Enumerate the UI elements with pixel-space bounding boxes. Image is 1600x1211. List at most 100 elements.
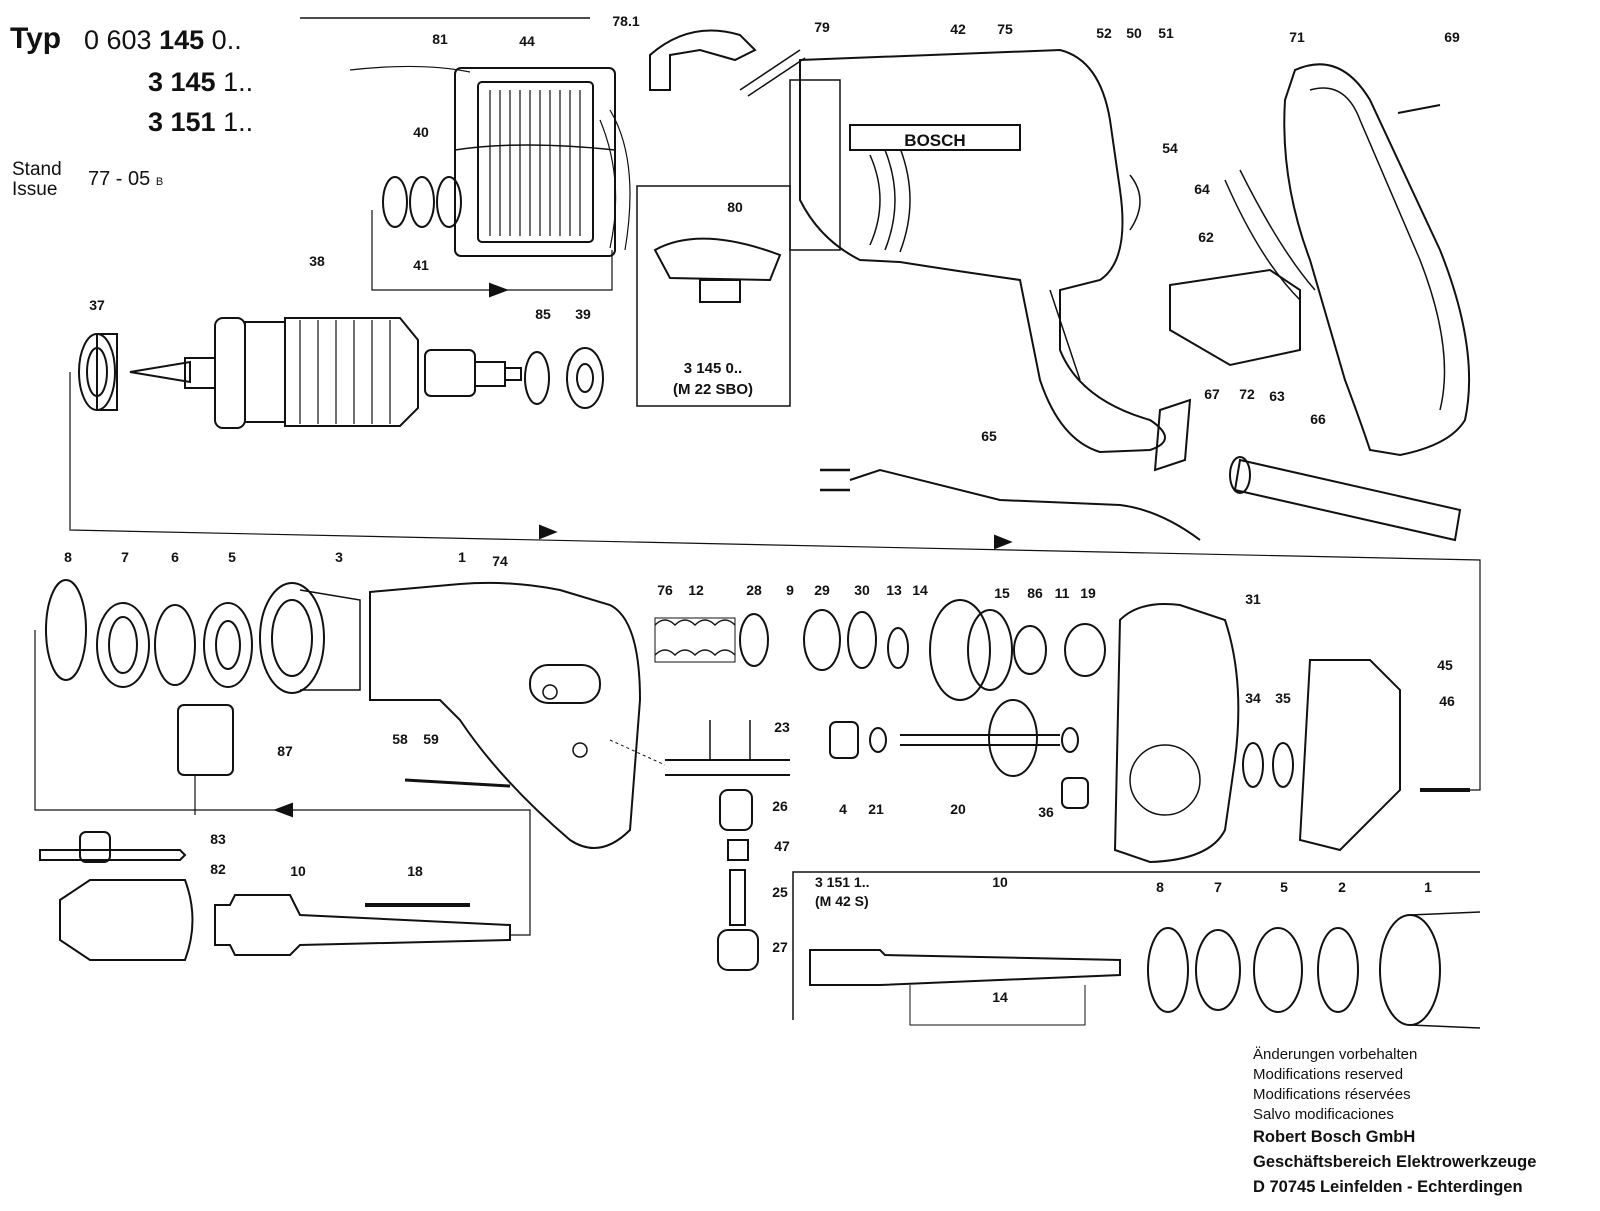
part-label-41: 41: [413, 257, 429, 273]
type-main: 145: [159, 25, 205, 55]
part-label-47: 47: [774, 838, 790, 854]
part-label-27: 27: [772, 939, 788, 955]
switch-62: [1169, 268, 1301, 367]
part-label-64: 64: [1194, 181, 1210, 197]
part-label-34: 34: [1245, 690, 1261, 706]
washer-34: [1242, 742, 1264, 788]
knob-27: [717, 929, 759, 971]
part-label-66: 66: [1310, 411, 1326, 427]
housing-42: [789, 48, 1166, 454]
company-name: Robert Bosch GmbH: [1253, 1128, 1416, 1146]
washer-28: [739, 613, 769, 667]
type-row-1: 0 603 145 0..: [84, 25, 242, 56]
footer-line: Modifications réservées: [1253, 1086, 1411, 1103]
part-label-2: 2: [1338, 879, 1346, 895]
washer-35: [1272, 742, 1294, 788]
pin-25: [729, 869, 746, 926]
gear-15: [929, 599, 991, 701]
brand-label: BOSCH: [904, 131, 965, 150]
part-label-75: 75: [997, 21, 1013, 37]
part-label-83: 83: [210, 831, 226, 847]
footer-line: Salvo modificaciones: [1253, 1106, 1394, 1123]
gear-20: [988, 699, 1038, 777]
cap-78-1: [649, 29, 757, 91]
part-label-8: 8: [64, 549, 72, 565]
part-label-59: 59: [423, 731, 439, 747]
chuck-82: [59, 879, 194, 961]
part-label-8-inset: 8: [1156, 879, 1164, 895]
part-label-31: 31: [1245, 591, 1261, 607]
part-label-81: 81: [432, 31, 448, 47]
part-label-15: 15: [994, 585, 1010, 601]
part-label-4: 4: [839, 801, 847, 817]
part-label-29: 29: [814, 582, 830, 598]
type-prefix: 0 603: [84, 25, 152, 55]
part-label-18: 18: [407, 863, 423, 879]
part-label-5: 5: [228, 549, 236, 565]
spring-12: [654, 619, 736, 657]
part-label-72: 72: [1239, 386, 1255, 402]
washer-85: [524, 351, 550, 405]
cable-64: [1224, 169, 1316, 301]
disc-29: [803, 609, 841, 671]
part-label-45: 45: [1437, 657, 1453, 673]
ring-2: [1317, 927, 1359, 1013]
part-label-42: 42: [950, 21, 966, 37]
part-label-11: 11: [1055, 585, 1070, 601]
part-label-21: 21: [868, 801, 884, 817]
part-label-23: 23: [774, 719, 790, 735]
ring-13: [887, 627, 909, 669]
part-label-13: 13: [886, 582, 902, 598]
part-label-25: 25: [772, 884, 788, 900]
armature-38: [129, 317, 522, 429]
part-label-38: 38: [309, 253, 325, 269]
part-label-46: 46: [1439, 693, 1455, 709]
field-coil-44: [349, 65, 631, 257]
issue-value: 77 - 05 B: [88, 168, 163, 191]
company-division: Geschäftsbereich Elektrowerkzeuge: [1253, 1153, 1537, 1171]
part-label-62: 62: [1198, 229, 1214, 245]
part-label-3: 3: [335, 549, 343, 565]
gear-cover-31: [1113, 603, 1240, 864]
inset-spindle-code: 3 151 1..: [815, 874, 870, 890]
gear-housing-1: [369, 581, 642, 849]
part-label-6: 6: [171, 549, 179, 565]
part-label-51: 51: [1158, 25, 1174, 41]
key-83: [39, 849, 187, 861]
issue-suffix: B: [155, 176, 164, 188]
part-label-37: 37: [89, 297, 105, 313]
type-suffix: 1..: [223, 107, 254, 137]
part-label-52: 52: [1096, 25, 1112, 41]
part-label-12: 12: [688, 582, 704, 598]
spring-47: [727, 839, 749, 861]
washer-30: [847, 611, 877, 669]
spindle-10: [214, 894, 511, 956]
footer-notice: Änderungen vorbehalten Modifications res…: [1253, 1045, 1536, 1200]
type-row-3: 3 151 1..: [148, 107, 253, 138]
part-label-79: 79: [814, 19, 830, 35]
part-label-82: 82: [210, 861, 226, 877]
part-label-30: 30: [854, 582, 870, 598]
part-label-44: 44: [519, 33, 535, 49]
inset-box: [636, 185, 791, 407]
part-label-40: 40: [413, 124, 429, 140]
part-label-10: 10: [290, 863, 306, 879]
washer-40: [382, 176, 408, 228]
inset-spindle-model: (M 42 S): [815, 893, 869, 909]
part-label-69: 69: [1444, 29, 1460, 45]
part-label-50: 50: [1126, 25, 1142, 41]
lever-23: [665, 759, 790, 776]
seal-7-inset: [1195, 929, 1241, 1011]
part-label-1: 1: [458, 549, 466, 565]
bearing-19: [1064, 623, 1106, 677]
company-address: D 70745 Leinfelden - Echterdingen: [1253, 1178, 1523, 1196]
bearing-39: [566, 347, 604, 409]
part-label-7-inset: 7: [1214, 879, 1222, 895]
type-suffix: 1..: [223, 67, 254, 97]
ring-86: [1013, 625, 1047, 675]
cover-45: [1298, 659, 1401, 852]
part-label-28: 28: [746, 582, 762, 598]
part-label-67: 67: [1204, 386, 1220, 402]
part-label-9: 9: [786, 582, 794, 598]
